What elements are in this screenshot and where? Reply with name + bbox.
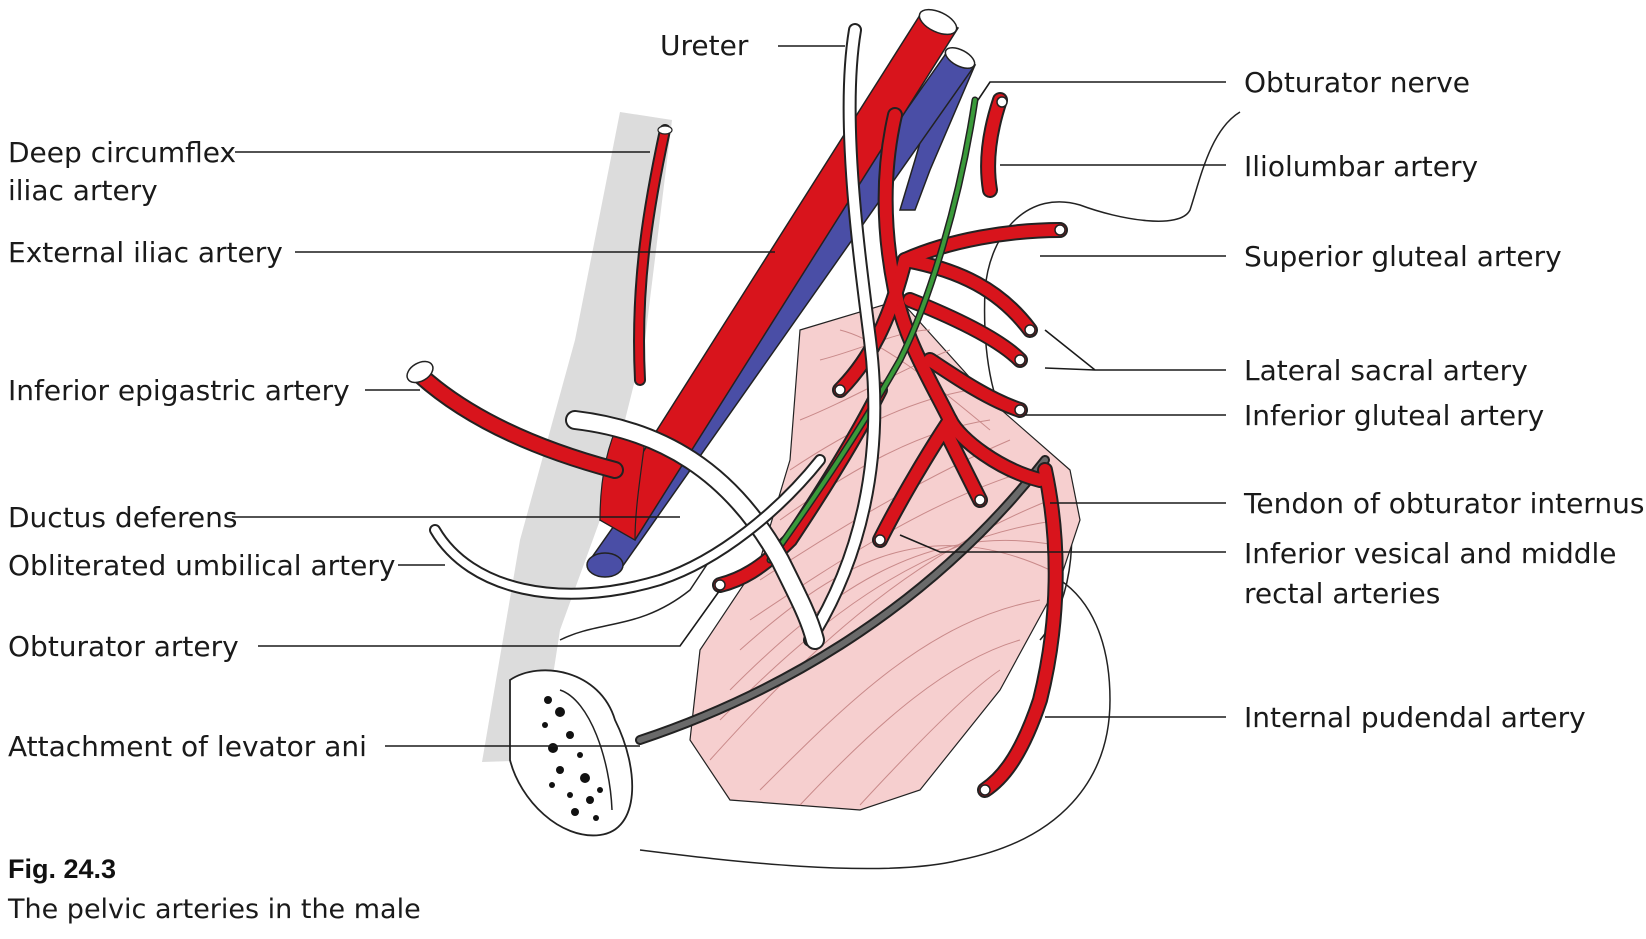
leader-inferior-vesical	[899, 534, 1226, 553]
label-tendon-obturator-internus: Tendon of obturator internus	[1243, 487, 1644, 520]
labels: Ureter Obturator nerve Iliolumbar artery…	[8, 29, 1644, 763]
abdominal-wall-shadow	[482, 112, 672, 762]
label-ureter: Ureter	[660, 29, 749, 62]
label-lateral-sacral-artery: Lateral sacral artery	[1244, 354, 1528, 387]
label-inferior-epigastric-artery: Inferior epigastric artery	[8, 374, 350, 407]
label-inferior-gluteal-artery: Inferior gluteal artery	[1244, 399, 1544, 432]
label-deep-circumflex-line1: Deep circumflex	[8, 136, 236, 169]
figure-caption: The pelvic arteries in the male	[7, 894, 421, 925]
label-iliolumbar-artery: Iliolumbar artery	[1244, 150, 1478, 183]
label-inferior-vesical-line2: rectal arteries	[1244, 577, 1440, 610]
figure-number: Fig. 24.3	[8, 854, 116, 884]
label-superior-gluteal-artery: Superior gluteal artery	[1244, 240, 1562, 273]
sacrum-outline	[983, 111, 1241, 441]
label-obliterated-umbilical-artery: Obliterated umbilical artery	[8, 549, 395, 582]
label-internal-pudendal-artery: Internal pudendal artery	[1244, 701, 1586, 734]
label-obturator-artery: Obturator artery	[8, 630, 239, 663]
label-ductus-deferens: Ductus deferens	[8, 501, 237, 534]
pubic-bone-section	[509, 669, 634, 837]
pelvis-outline	[559, 559, 1111, 870]
leader-lateral-sacral	[1044, 329, 1226, 371]
leader-lines	[232, 45, 1226, 747]
label-inferior-vesical-line1: Inferior vesical and middle	[1244, 537, 1617, 570]
label-external-iliac-artery: External iliac artery	[8, 236, 283, 269]
label-attachment-levator-ani: Attachment of levator ani	[8, 730, 367, 763]
leader-obturator-nerve	[977, 81, 1226, 101]
label-obturator-nerve: Obturator nerve	[1244, 66, 1470, 99]
leader-obturator-artery	[258, 589, 721, 647]
label-deep-circumflex-line2: iliac artery	[8, 174, 158, 207]
